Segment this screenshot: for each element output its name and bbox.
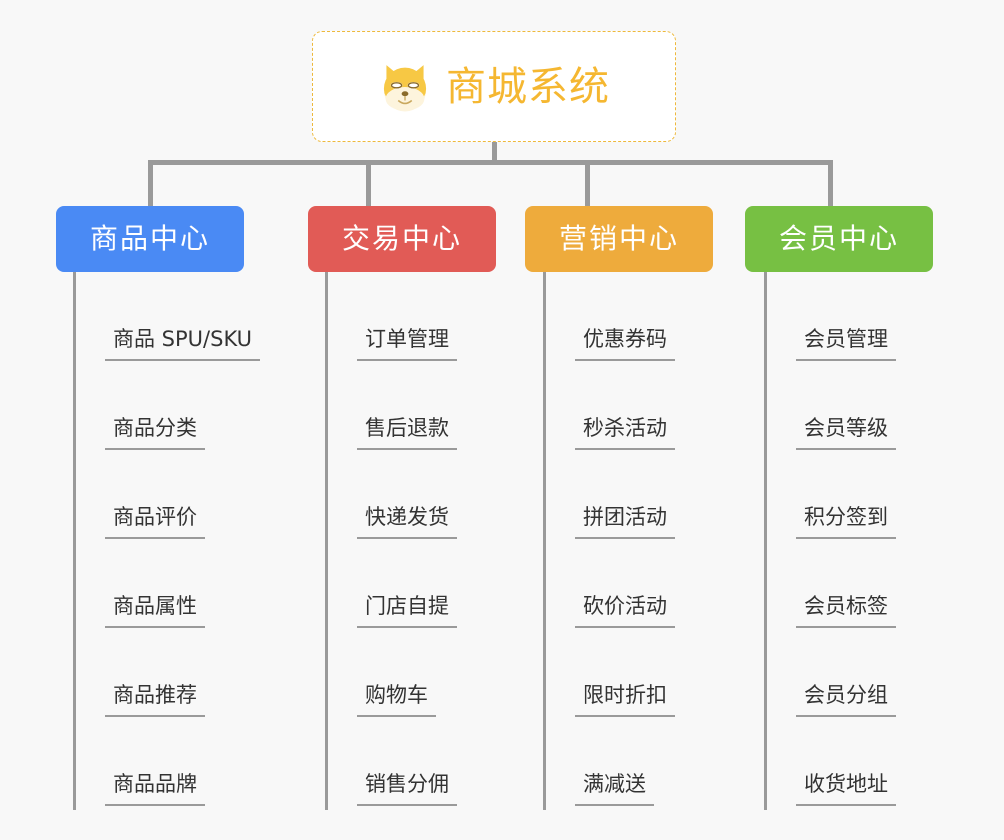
leaf-label: 门店自提	[357, 596, 457, 628]
shiba-dog-face-icon	[383, 64, 427, 111]
category-label: 交易中心	[341, 222, 462, 255]
leaf-item[interactable]: 会员分组	[764, 628, 994, 717]
leaf-label: 会员管理	[796, 329, 896, 361]
connector-root-stem	[492, 142, 497, 164]
leaf-label: 会员标签	[796, 596, 896, 628]
leaf-item[interactable]: 砍价活动	[543, 539, 773, 628]
leaf-label: 商品推荐	[105, 685, 205, 717]
category-label: 营销中心	[558, 222, 679, 255]
category-box-2[interactable]: 交易中心	[308, 206, 496, 272]
leaf-item[interactable]: 商品分类	[73, 361, 303, 450]
root-node[interactable]: 商城系统	[312, 31, 676, 142]
leaf-item[interactable]: 会员等级	[764, 361, 994, 450]
leaf-label: 会员分组	[796, 685, 896, 717]
leaf-item[interactable]: 商品 SPU/SKU	[73, 272, 303, 361]
leaf-item[interactable]: 订单管理	[325, 272, 555, 361]
leaf-label: 商品分类	[105, 418, 205, 450]
connector-drop-2	[366, 160, 371, 206]
leaf-column-3: 优惠券码 秒杀活动 拼团活动 砍价活动 限时折扣 满减送	[543, 272, 773, 810]
leaf-label: 售后退款	[357, 418, 457, 450]
leaf-label: 收货地址	[796, 774, 896, 806]
leaf-label: 商品属性	[105, 596, 205, 628]
category-box-4[interactable]: 会员中心	[745, 206, 933, 272]
leaf-item[interactable]: 商品评价	[73, 450, 303, 539]
leaf-label: 会员等级	[796, 418, 896, 450]
leaf-item[interactable]: 商品推荐	[73, 628, 303, 717]
leaf-item[interactable]: 收货地址	[764, 717, 994, 806]
leaf-spine	[73, 272, 76, 810]
leaf-item[interactable]: 满减送	[543, 717, 773, 806]
category-label: 会员中心	[778, 222, 899, 255]
category-box-3[interactable]: 营销中心	[525, 206, 713, 272]
leaf-item[interactable]: 会员标签	[764, 539, 994, 628]
leaf-label: 拼团活动	[575, 507, 675, 539]
leaf-item[interactable]: 限时折扣	[543, 628, 773, 717]
leaf-column-1: 商品 SPU/SKU 商品分类 商品评价 商品属性 商品推荐 商品品牌	[73, 272, 303, 810]
leaf-label: 优惠券码	[575, 329, 675, 361]
leaf-item[interactable]: 销售分佣	[325, 717, 555, 806]
leaf-label: 订单管理	[357, 329, 457, 361]
leaf-spine	[764, 272, 767, 810]
leaf-label: 商品品牌	[105, 774, 205, 806]
leaf-label: 积分签到	[796, 507, 896, 539]
leaf-label: 限时折扣	[575, 685, 675, 717]
leaf-item[interactable]: 商品属性	[73, 539, 303, 628]
leaf-label: 商品 SPU/SKU	[105, 329, 261, 361]
leaf-label: 快递发货	[357, 507, 457, 539]
leaf-item[interactable]: 会员管理	[764, 272, 994, 361]
leaf-label: 秒杀活动	[575, 418, 675, 450]
leaf-spine	[543, 272, 546, 810]
leaf-column-4: 会员管理 会员等级 积分签到 会员标签 会员分组 收货地址	[764, 272, 994, 810]
leaf-label: 满减送	[575, 774, 654, 806]
leaf-label: 砍价活动	[575, 596, 675, 628]
leaf-item[interactable]: 门店自提	[325, 539, 555, 628]
leaf-item[interactable]: 快递发货	[325, 450, 555, 539]
leaf-item[interactable]: 秒杀活动	[543, 361, 773, 450]
category-box-1[interactable]: 商品中心	[56, 206, 244, 272]
connector-drop-4	[828, 160, 833, 206]
leaf-spine	[325, 272, 328, 810]
leaf-item[interactable]: 积分签到	[764, 450, 994, 539]
leaf-item[interactable]: 购物车	[325, 628, 555, 717]
category-label: 商品中心	[89, 222, 210, 255]
leaf-label: 商品评价	[105, 507, 205, 539]
connector-drop-1	[148, 160, 153, 206]
leaf-label: 销售分佣	[357, 774, 457, 806]
root-title: 商城系统	[446, 63, 610, 110]
leaf-item[interactable]: 商品品牌	[73, 717, 303, 806]
leaf-item[interactable]: 优惠券码	[543, 272, 773, 361]
connector-horizontal-bus	[148, 160, 833, 165]
leaf-label: 购物车	[357, 685, 436, 717]
connector-drop-3	[585, 160, 590, 206]
leaf-item[interactable]: 拼团活动	[543, 450, 773, 539]
leaf-column-2: 订单管理 售后退款 快递发货 门店自提 购物车 销售分佣	[325, 272, 555, 810]
leaf-item[interactable]: 售后退款	[325, 361, 555, 450]
